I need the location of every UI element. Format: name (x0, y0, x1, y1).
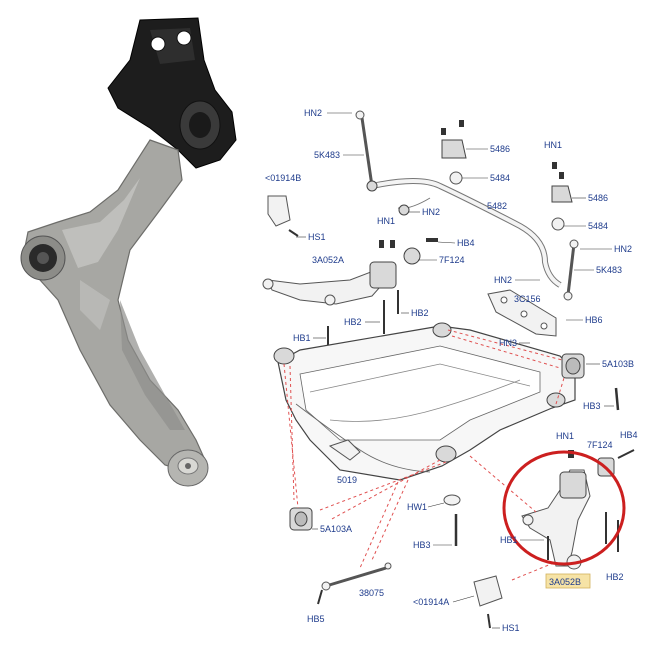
label-5484-b: 5484 (588, 221, 608, 231)
control-arm-3a052a (262, 195, 438, 346)
label-hb1-b: HB1 (500, 535, 518, 545)
label-hn1-b: HN1 (544, 140, 562, 150)
subframe (273, 322, 576, 481)
callout-labels: HN2 5K483 <01914B HS1 3A052A HN1 HB4 7F1… (265, 108, 638, 633)
label-hn2-a: HN2 (304, 108, 322, 118)
label-5019: 5019 (337, 475, 357, 485)
label-5482: 5482 (487, 201, 507, 211)
label-hb2-c: HB2 (606, 572, 624, 582)
red-leaders (283, 329, 565, 581)
label-hn1-c: HN1 (556, 431, 574, 441)
label-hb3-b: HB3 (413, 540, 431, 550)
label-hb1-a: HB1 (293, 333, 311, 343)
label-hb5: HB5 (307, 614, 325, 624)
label-hw1: HW1 (407, 502, 427, 512)
label-hs1-b: HS1 (502, 623, 520, 633)
control-arm-photo (20, 17, 237, 487)
label-5k483-a: 5K483 (314, 150, 340, 160)
label-3a052b: 3A052B (549, 577, 581, 587)
highlight-circle (502, 450, 626, 566)
label-5484-a: 5484 (490, 173, 510, 183)
label-hb6: HB6 (585, 315, 603, 325)
label-hb2-a: HB2 (344, 317, 362, 327)
lower-left-parts (289, 494, 461, 605)
label-hn1-a: HN1 (377, 216, 395, 226)
sway-bar (355, 110, 579, 301)
label-01914b: <01914B (265, 173, 301, 183)
label-hb4-a: HB4 (457, 238, 475, 248)
label-3c156: 3C156 (514, 294, 541, 304)
label-hb3-a: HB3 (583, 401, 601, 411)
label-hn2-b: HN2 (422, 207, 440, 217)
label-hb2-b: HB2 (411, 308, 429, 318)
right-side-parts (473, 289, 635, 629)
label-7f124-a: 7F124 (439, 255, 465, 265)
label-5a103b: 5A103B (602, 359, 634, 369)
label-01914a: <01914A (413, 597, 449, 607)
label-hs1-a: HS1 (308, 232, 326, 242)
label-7f124-b: 7F124 (587, 440, 613, 450)
highlight-box (545, 573, 591, 589)
label-5486-a: 5486 (490, 144, 510, 154)
label-hn2-d: HN2 (494, 275, 512, 285)
label-3a052a: 3A052A (312, 255, 344, 265)
label-hb4-b: HB4 (620, 430, 638, 440)
label-hn2-c: HN2 (614, 244, 632, 254)
label-38075: 38075 (359, 588, 384, 598)
label-5486-b: 5486 (588, 193, 608, 203)
label-5a103a: 5A103A (320, 524, 352, 534)
label-5k483-b: 5K483 (596, 265, 622, 275)
label-hn3: HN3 (499, 338, 517, 348)
